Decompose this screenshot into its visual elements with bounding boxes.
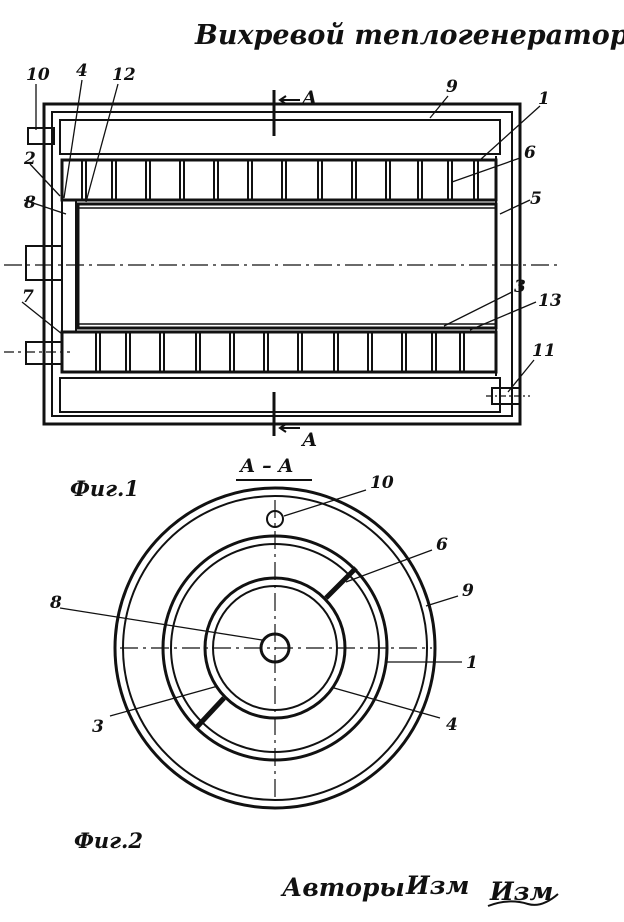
rotor-body <box>76 202 498 330</box>
figure-1-leaders <box>21 79 541 393</box>
fig2-callout-10: 10 <box>370 473 394 493</box>
inlet-nozzle-8 <box>25 245 63 281</box>
callout-2: 2 <box>23 149 36 169</box>
fig2-callout-8: 8 <box>49 593 62 613</box>
figure-2-labels: 10 6 9 8 1 3 4 Фиг.2 <box>49 473 478 853</box>
callout-5: 5 <box>530 189 542 209</box>
upper-vane-channel <box>60 158 498 202</box>
callout-11: 11 <box>532 341 556 361</box>
upper-vanes <box>81 160 479 200</box>
figure-2-section-title: А – А <box>238 455 294 477</box>
fig2-callout-9: 9 <box>462 581 474 601</box>
figure-1-labels: 10 4 12 9 1 2 6 8 5 3 13 7 11 А А Фиг.1 <box>22 61 562 501</box>
fig2-callout-4: 4 <box>446 715 458 735</box>
section-letter-top: А <box>300 87 317 109</box>
callout-10: 10 <box>26 65 50 85</box>
section-letter-bottom: А <box>300 429 317 451</box>
inner-housing-wall <box>51 111 513 417</box>
figure-1-caption: Фиг.1 <box>70 476 139 501</box>
fig2-callout-6: 6 <box>436 535 448 555</box>
vane-lower-left <box>194 696 226 730</box>
callout-8: 8 <box>23 193 36 213</box>
fig2-callout-1: 1 <box>466 653 478 673</box>
fig2-callout-3: 3 <box>92 717 104 737</box>
callout-9: 9 <box>446 77 458 97</box>
figure-2-caption: Фиг.2 <box>74 828 143 853</box>
callout-7: 7 <box>22 287 34 307</box>
callout-12: 12 <box>112 65 136 85</box>
callout-3: 3 <box>514 277 526 297</box>
lower-vane-channel <box>60 330 498 374</box>
callout-1: 1 <box>538 89 550 109</box>
figure-1-longitudinal-section <box>4 79 560 436</box>
authors-label: Авторы <box>280 873 405 902</box>
section-arrowhead-bottom <box>278 423 287 433</box>
figure-2-leaders <box>59 489 462 719</box>
nozzle-7 <box>25 341 63 365</box>
signature-1: Изм <box>405 871 469 900</box>
section-arrowhead-top <box>278 95 287 105</box>
upper-outer-chamber <box>59 119 501 155</box>
signature-2: Изм <box>489 877 553 906</box>
rotor-end-disc <box>61 199 77 333</box>
callout-6: 6 <box>524 143 536 163</box>
outer-housing-wall <box>42 102 522 426</box>
lower-outer-chamber <box>59 377 501 413</box>
callout-4: 4 <box>76 61 88 81</box>
lower-vanes <box>95 332 465 372</box>
nozzle-10 <box>27 127 55 145</box>
outer-housing-circle <box>113 486 437 810</box>
signature-flourish <box>487 893 559 907</box>
drawing-title: Вихревой теплогенератор <box>194 20 624 51</box>
vane-upper-right <box>324 566 358 600</box>
callout-13: 13 <box>538 291 562 311</box>
figure-2-cross-section <box>59 486 462 810</box>
